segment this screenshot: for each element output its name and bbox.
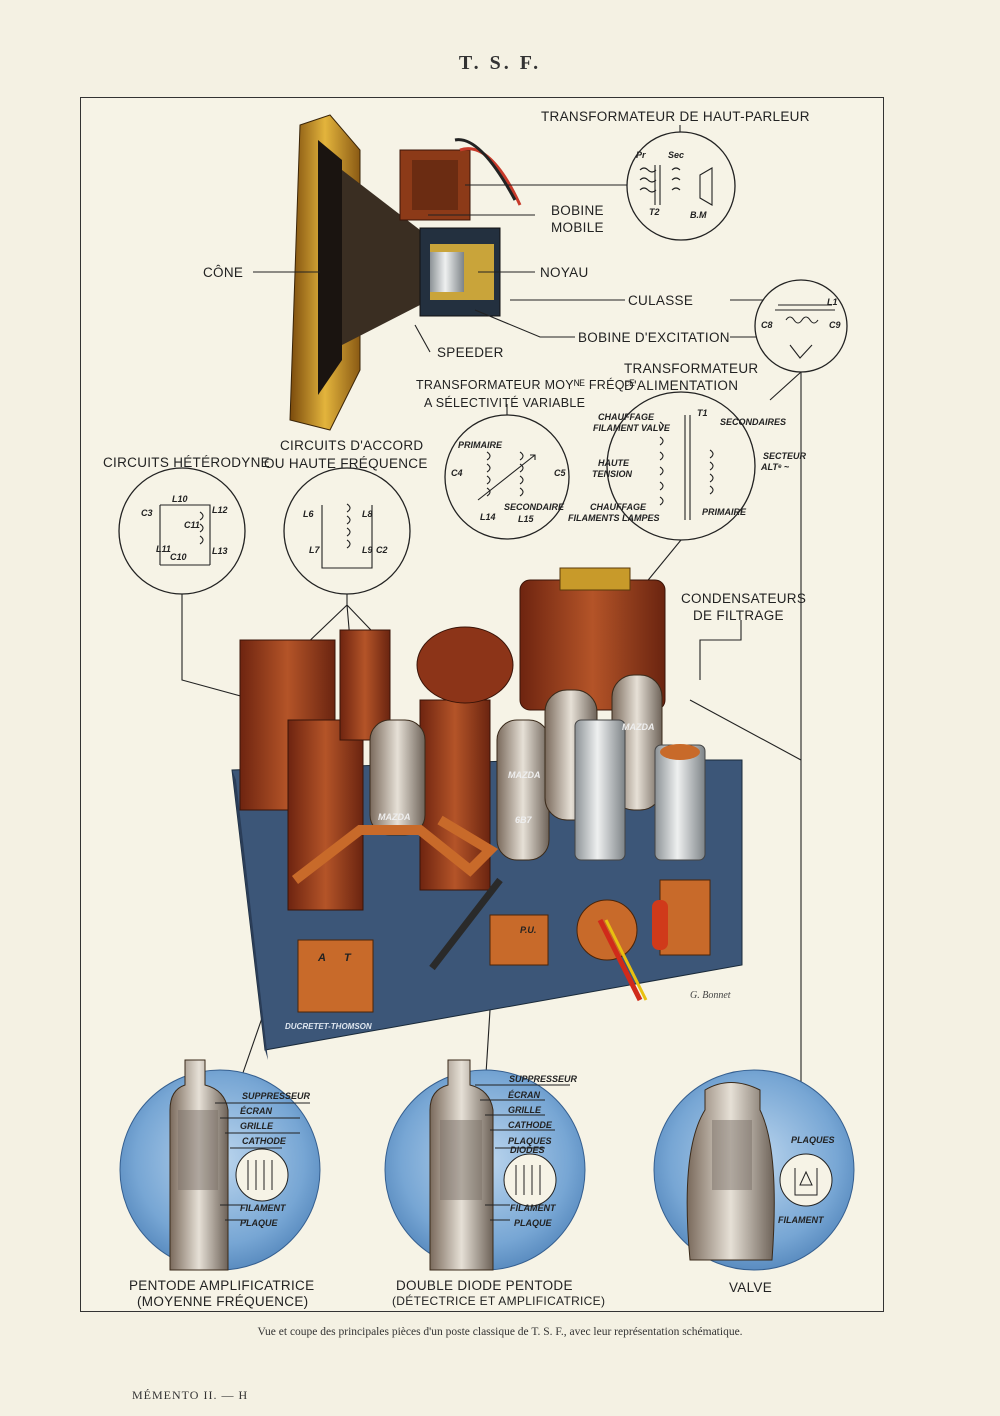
- sch-c5: C5: [554, 468, 566, 478]
- t2-part-1: ÉCRAN: [508, 1090, 541, 1100]
- label-secondaries: SECONDAIRES: [720, 417, 787, 427]
- t1-part-5: PLAQUE: [240, 1218, 278, 1228]
- label-heat-lamps-2: FILAMENTS LAMPES: [568, 513, 660, 523]
- t2-part-6: FILAMENT: [510, 1203, 556, 1213]
- label-speaker-transformer: TRANSFORMATEUR DE HAUT-PARLEUR: [541, 109, 810, 124]
- schematic-traces: [159, 165, 835, 569]
- t1-part-3: CATHODE: [242, 1136, 286, 1146]
- label-core: NOYAU: [540, 265, 589, 280]
- speaker-leaders: [253, 125, 790, 353]
- tube-mark-3: 6B7: [515, 815, 532, 825]
- t1-part-2: GRILLE: [240, 1121, 273, 1131]
- label-power-transformer-2: D'ALIMENTATION: [624, 378, 739, 393]
- label-if-secondary: SECONDAIRE: [504, 502, 565, 512]
- label-if-transformer-2: A SÉLECTIVITÉ VARIABLE: [424, 396, 586, 410]
- label-filter-caps-2: DE FILTRAGE: [693, 608, 784, 623]
- sch-t2: T2: [649, 207, 660, 217]
- sch-l14: L14: [480, 512, 496, 522]
- label-heat-lamps: CHAUFFAGE: [590, 502, 646, 512]
- tube-3-name: VALVE: [729, 1280, 773, 1295]
- label-yoke: CULASSE: [628, 293, 694, 308]
- t1-part-1: ÉCRAN: [240, 1106, 273, 1116]
- tube-1-name-2: (MOYENNE FRÉQUENCE): [137, 1294, 309, 1309]
- sch-c4: C4: [451, 468, 463, 478]
- sch-c9: C9: [829, 320, 841, 330]
- loudspeaker-drawing: [289, 114, 522, 431]
- tube-mark-4: MAZDA: [622, 722, 655, 732]
- t2-part-3: CATHODE: [508, 1120, 552, 1130]
- radio-chassis: [231, 567, 743, 1060]
- sch-t1: T1: [697, 408, 708, 418]
- label-tuning-2: OU HAUTE FRÉQUENCE: [264, 456, 428, 471]
- chassis-a: A: [318, 952, 326, 964]
- sch-l9: L9: [362, 545, 373, 555]
- tube-mark-2: MAZDA: [508, 770, 541, 780]
- tube-mark-1: MAZDA: [378, 812, 411, 822]
- sch-c8: C8: [761, 320, 773, 330]
- t2-part-5: DIODES: [510, 1145, 545, 1155]
- sch-l1: L1: [827, 297, 838, 307]
- label-mains-2: ALTᵉ ~: [761, 462, 790, 472]
- sch-c2: C2: [376, 545, 388, 555]
- t3-part-1: FILAMENT: [778, 1215, 824, 1225]
- label-heterodyne: CIRCUITS HÉTÉRODYNE: [103, 455, 270, 470]
- chassis-t: T: [344, 952, 351, 964]
- label-mains: SECTEUR: [763, 451, 807, 461]
- t2-part-0: SUPPRESSEUR: [509, 1074, 578, 1084]
- label-spider: SPEEDER: [437, 345, 504, 360]
- tube-2-name-2: (DÉTECTRICE ET AMPLIFICATRICE): [392, 1294, 606, 1308]
- sch-c11: C11: [184, 520, 200, 530]
- chassis-brand: DUCRETET-THOMSON: [285, 1022, 372, 1031]
- t2-part-7: PLAQUE: [514, 1218, 552, 1228]
- sch-l7: L7: [309, 545, 320, 555]
- label-moving-coil: BOBINE: [551, 203, 604, 218]
- sch-c3: C3: [141, 508, 153, 518]
- artist-signature: G. Bonnet: [690, 990, 731, 1001]
- label-heat-valve: CHAUFFAGE: [598, 412, 654, 422]
- page-footer: MÉMENTO II. — H: [132, 1388, 249, 1402]
- label-heat-valve-2: FILAMENT VALVE: [593, 423, 670, 433]
- t2-part-4: PLAQUES: [508, 1136, 552, 1146]
- sch-c10: C10: [170, 552, 187, 562]
- label-if-transformer: TRANSFORMATEUR MOYᴺᴱ FRÉQᶜᴱ: [416, 378, 635, 392]
- label-if-primary: PRIMAIRE: [458, 440, 503, 450]
- label-cone: CÔNE: [203, 265, 244, 280]
- sch-sec: Sec: [668, 150, 685, 160]
- sch-l13: L13: [212, 546, 228, 556]
- t2-part-2: GRILLE: [508, 1105, 541, 1115]
- tube-cutaways: [119, 1059, 855, 1271]
- label-pt-primary: PRIMAIRE: [702, 507, 747, 517]
- t3-part-0: PLAQUES: [791, 1135, 835, 1145]
- sch-pr: Pr: [636, 150, 646, 160]
- chassis-pu: P.U.: [520, 925, 537, 935]
- sch-l6: L6: [303, 509, 314, 519]
- label-ht: HAUTE: [598, 458, 629, 468]
- tube-1-name: PENTODE AMPLIFICATRICE: [129, 1278, 315, 1293]
- figure-caption: Vue et coupe des principales pièces d'un…: [257, 1326, 743, 1338]
- label-field-coil: BOBINE D'EXCITATION: [578, 330, 730, 345]
- label-power-transformer: TRANSFORMATEUR: [624, 361, 759, 376]
- sch-l15: L15: [518, 514, 534, 524]
- page-title: T. S. F.: [458, 52, 542, 74]
- label-ht-2: TENSION: [592, 469, 633, 479]
- label-filter-caps: CONDENSATEURS: [681, 591, 807, 606]
- sch-l12: L12: [212, 505, 228, 515]
- t1-part-4: FILAMENT: [240, 1203, 286, 1213]
- label-tuning: CIRCUITS D'ACCORD: [280, 438, 424, 453]
- sch-l10: L10: [172, 494, 188, 504]
- label-moving-coil-2: MOBILE: [551, 220, 604, 235]
- sch-l8: L8: [362, 509, 373, 519]
- sch-l11: L11: [156, 544, 171, 554]
- sch-bm: B.M: [690, 210, 707, 220]
- t1-part-0: SUPPRESSEUR: [242, 1091, 311, 1101]
- tube-2-name: DOUBLE DIODE PENTODE: [396, 1278, 573, 1293]
